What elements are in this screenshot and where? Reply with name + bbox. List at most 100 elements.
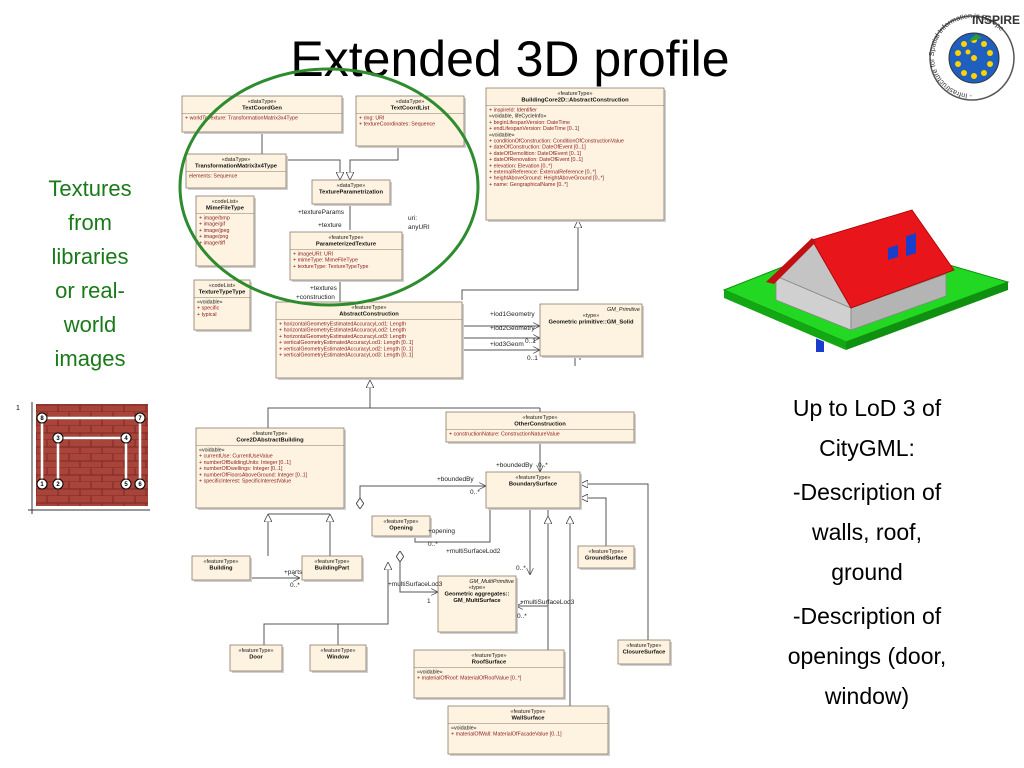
class-attribute: + conditionOfConstruction: ConditionOfCo… xyxy=(489,139,624,145)
openings-line: openings (door, xyxy=(787,643,947,669)
class-box xyxy=(185,153,287,189)
class-attribute: + verticalGeometryEstimatedAccuracyLod1:… xyxy=(279,340,414,346)
uml-classes: «dataType»TextCoordGen+ worldToTexture: … xyxy=(181,87,672,756)
uml-class-closuresurface: «featureType»ClosureSurface xyxy=(617,639,672,666)
class-attribute: + numberOfDwellings: Integer [0..1] xyxy=(199,466,283,472)
point-markers: 8 7 3 4 1 2 5 6 xyxy=(36,412,146,490)
label-msl3a-mult: 1 xyxy=(427,598,431,605)
class-box xyxy=(485,87,665,221)
class-name: TextureParametrization xyxy=(319,190,383,196)
generalization-closure xyxy=(580,484,649,640)
generalization-buildingcore2d xyxy=(461,220,578,300)
class-attribute: + imageURI: URI xyxy=(293,252,333,258)
class-attribute: + worldToTexture: TransformationMatrix3x… xyxy=(185,116,298,122)
class-attribute: + image/tiff xyxy=(199,240,225,246)
class-box xyxy=(355,95,465,147)
class-stereotype: «featureType» xyxy=(626,643,661,649)
class-name: Window xyxy=(327,655,350,661)
class-attr-stereotype: «voidable» xyxy=(417,670,443,676)
class-stereotype: «featureType» xyxy=(383,519,418,525)
class-box xyxy=(413,649,565,699)
uml-class-otherconstruction: «featureType»OtherConstruction+ construc… xyxy=(445,411,636,444)
window-right xyxy=(888,244,898,261)
class-attribute: + materialOfRoof: MaterialOfRoofValue [0… xyxy=(417,676,522,682)
class-stereotype: «type» xyxy=(469,585,486,591)
generalization-door xyxy=(263,562,388,645)
label-lod3: +lod3Geom xyxy=(490,341,524,348)
class-stereotype: «featureType» xyxy=(588,549,623,555)
uml-class-boundarysurface: «featureType»BoundarySurface xyxy=(485,471,582,510)
ground-edge-right xyxy=(846,282,1008,350)
label-uri: uri: xyxy=(408,215,417,222)
point-label: 3 xyxy=(56,436,60,442)
uml-class-building: «featureType»Building xyxy=(191,555,252,582)
class-attribute: + currentUse: CurrentUseValue xyxy=(199,454,273,460)
point-label: 7 xyxy=(138,416,142,422)
class-attribute: + heightAboveGround: HeightAboveGround [… xyxy=(489,176,605,182)
class-name: ParameterizedTexture xyxy=(316,242,377,248)
label-boundedby2: +boundedBy xyxy=(496,462,533,469)
class-box xyxy=(371,515,431,537)
texture-caption: Textures from libraries or real- world i… xyxy=(30,172,150,376)
uml-class-transformationmatrix: «dataType»TransformationMatrix3x4Typeele… xyxy=(185,153,288,190)
class-stereotype: «type» xyxy=(583,313,600,319)
uml-class-door: «featureType»Door xyxy=(229,644,284,673)
association-opening xyxy=(415,496,490,543)
class-box xyxy=(311,179,391,205)
class-attribute: + constructionNature: ConstructionNature… xyxy=(449,432,560,438)
uml-class-textureparametrization: «dataType»TextureParametrization xyxy=(311,179,392,206)
walls-line: walls, roof, xyxy=(812,519,922,545)
class-stereotype: «codeList» xyxy=(212,199,239,205)
uml-class-groundsurface: «featureType»GroundSurface xyxy=(577,545,636,570)
class-box xyxy=(191,555,251,581)
label-gm-mult: 0..1 xyxy=(527,355,538,362)
class-attr-stereotype: «voidable» xyxy=(451,726,477,732)
class-box xyxy=(539,303,643,357)
label-opening: +opening xyxy=(428,528,455,535)
texture-caption-line: Textures xyxy=(48,176,132,201)
class-attribute: + materialOfWall: MaterialOfFacadeValue … xyxy=(451,732,562,738)
texture-caption-line: images xyxy=(54,346,126,371)
class-box xyxy=(447,705,609,755)
class-name: MimeFileType xyxy=(206,206,245,212)
uml-class-opening: «featureType»Opening xyxy=(371,515,432,538)
house-illustration xyxy=(722,209,1010,352)
class-attribute: + horizontalGeometryEstimatedAccuracyLod… xyxy=(279,334,406,340)
uml-class-gmmultisurface: GM_MultiPrimitive«type»Geometric aggrega… xyxy=(437,575,518,634)
class-name: Door xyxy=(249,655,263,661)
class-attr-stereotype: «voidable» xyxy=(199,448,225,454)
label-textures: +textures xyxy=(310,285,338,292)
label-boundedby2-mult: 0..* xyxy=(538,462,548,469)
class-attribute: + numberOfFloorsAboveGround: Integer [0.… xyxy=(199,472,308,478)
walls-line: -Description of xyxy=(792,479,942,505)
class-name: TextureTypeType xyxy=(199,290,246,296)
brick-texture-figure: 1 8 7 3 4 1 2 5 6 xyxy=(16,402,150,514)
logo-leaf xyxy=(968,34,982,42)
label-anyuri: anyURI xyxy=(408,224,430,231)
class-box xyxy=(485,471,581,509)
class-attribute: + numberOfBuildingUnits: Integer [0..1] xyxy=(199,460,291,466)
generalization-textcoordlist xyxy=(350,146,399,180)
label-msl3b-mult: 0..* xyxy=(517,613,527,620)
brick-wall xyxy=(36,404,148,506)
class-name: Geometric primitive::GM_Solid xyxy=(548,320,633,326)
uml-class-texturetypetype: «codeList»TextureTypeType«voidable»+ spe… xyxy=(193,279,252,332)
class-attribute: + inspireId: Identifier xyxy=(489,108,537,114)
corner-label: 1 xyxy=(16,405,20,412)
generalization-core2d xyxy=(267,380,370,428)
uml-class-wallsurface: «featureType»WallSurface«voidable»+ mate… xyxy=(447,705,610,756)
class-stereotype: «dataType» xyxy=(222,157,251,163)
point-label: 1 xyxy=(40,482,44,488)
roof xyxy=(811,209,955,309)
class-name: BoundarySurface xyxy=(509,482,558,488)
class-name: OtherConstruction xyxy=(514,422,566,428)
class-box xyxy=(617,639,671,665)
class-attribute: + image/jpeg xyxy=(199,228,230,234)
point-label: 8 xyxy=(40,416,44,422)
class-package: GM_Primitive xyxy=(607,307,640,313)
class-name: BuildingCore2D::AbstractConstruction xyxy=(521,98,629,104)
class-name: Building xyxy=(209,566,233,572)
label-msl2-mult: 0..* xyxy=(516,565,526,572)
